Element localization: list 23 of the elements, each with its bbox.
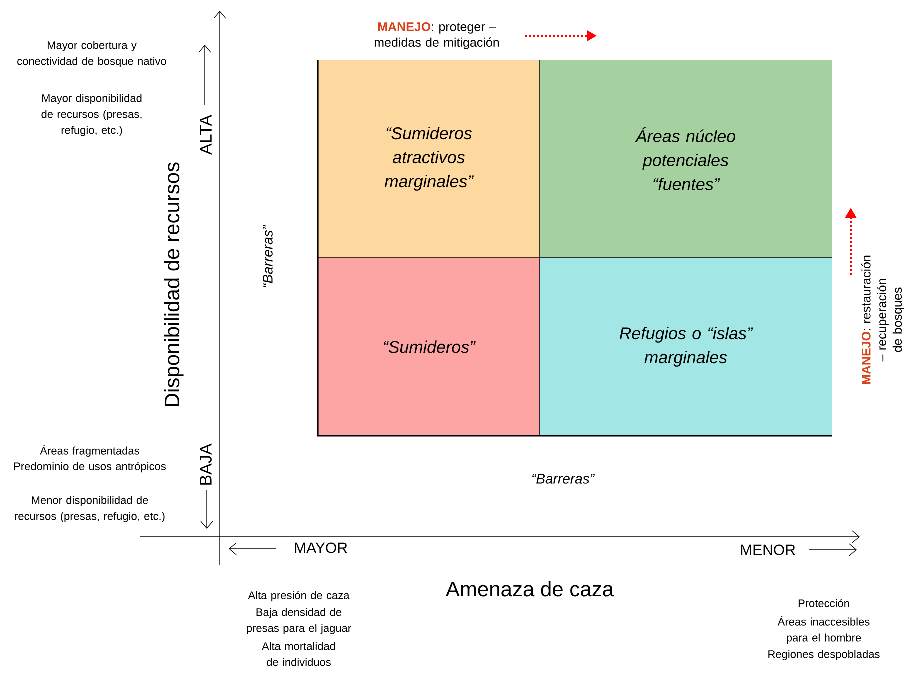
note-text: Baja densidad de presas para el jaguar <box>247 608 352 634</box>
quadrant-box: “Sumideros” <box>318 258 540 436</box>
axis-level-label: BAJA <box>200 444 212 485</box>
axis-level-label: ALTA <box>200 115 212 155</box>
note-text: Menor disponibilidad de recursos (presas, refugio, etc.) <box>15 496 165 522</box>
quadrant-box: Refugios o “islas” marginales <box>540 258 832 436</box>
note-text: Protección <box>798 599 850 608</box>
note-text: Áreas fragmentadas <box>40 445 140 458</box>
note-text: Regiones despobladas <box>768 650 880 660</box>
note-text: Mayor cobertura y conectividad de bosque nativo <box>18 41 166 68</box>
note-text: Predominio de usos antrópicos <box>14 462 166 473</box>
axis-title: Amenaza de caza <box>446 581 614 597</box>
barrier-label: “Barreras” <box>263 224 273 288</box>
axis-level-label: MENOR <box>741 544 796 556</box>
axis-title: Disponibilidad de recursos <box>164 162 184 406</box>
note-text: Mayor disponibilidad de recursos (presas, refugio, etc.) <box>42 94 142 136</box>
note-text: Alta mortalidad de individuos <box>262 642 336 666</box>
note-text: Alta presión de caza <box>248 591 350 602</box>
quadrant-box: Áreas núcleo potenciales “fuentes” <box>540 60 832 258</box>
quadrant-box: “Sumideros atractivos marginales” <box>318 60 540 258</box>
barrier-label: “Barreras” <box>532 474 596 484</box>
note-text: Áreas inaccesibles para el hombre <box>778 616 870 644</box>
axis-level-label: MAYOR <box>295 542 348 554</box>
